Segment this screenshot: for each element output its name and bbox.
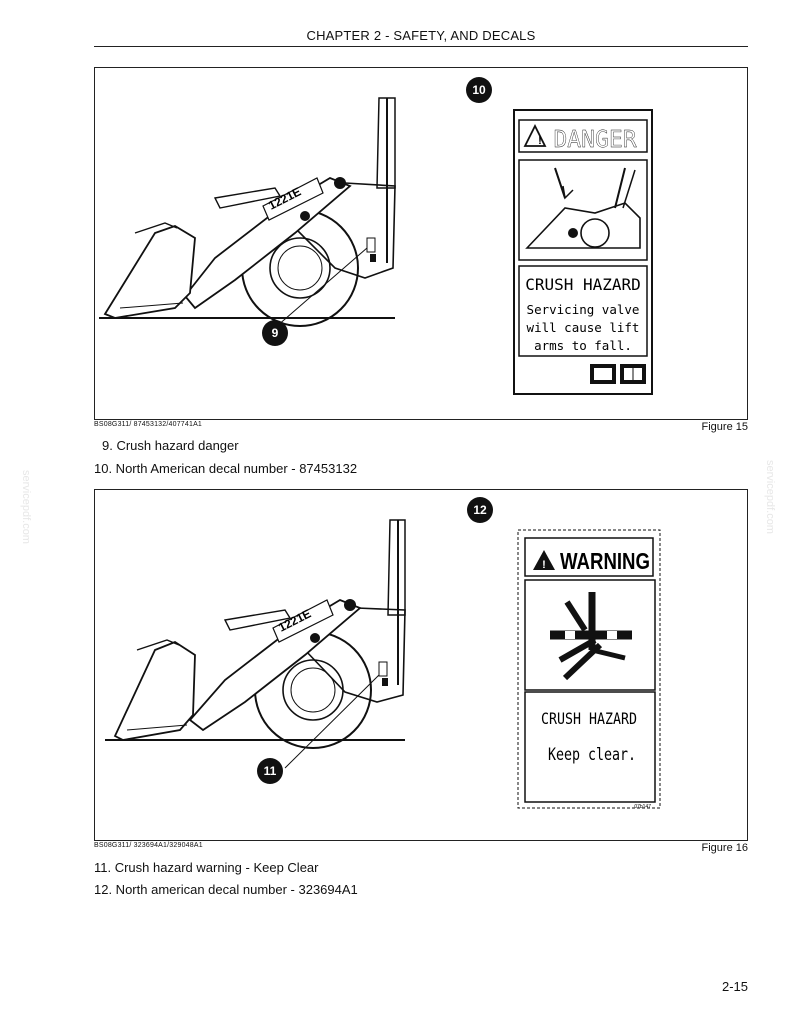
svg-text:!: !: [538, 135, 542, 147]
decal-small-code: 07b147: [634, 804, 651, 810]
callout-9: 9: [262, 320, 288, 346]
decal-signal-word: WARNING: [560, 548, 650, 574]
legend-item-9: 9. Crush hazard danger: [102, 438, 239, 453]
loader-danger-drawing: 1221E ! DANGER: [99, 97, 653, 395]
bucket: [103, 225, 196, 319]
leader-line-9: [276, 247, 368, 327]
decal-message-line-1: Servicing valve: [527, 302, 640, 317]
watermark-left: servicepdf.com: [20, 470, 32, 544]
callout-12: 12: [467, 497, 493, 523]
bucket: [113, 640, 196, 741]
decal-message-line-3: arms to fall.: [534, 338, 632, 353]
decal-message-line-1: Keep clear.: [548, 745, 636, 765]
callout-11: 11: [257, 758, 283, 784]
figure-15-ref-code: BS08G311/ 87453132/407741A1: [94, 421, 203, 428]
legend-item-10: 10. North American decal number - 874531…: [94, 461, 358, 476]
crush-pictogram: [550, 592, 632, 681]
legend-item-11: 11. Crush hazard warning - Keep Clear: [94, 860, 319, 875]
leader-line-11: [284, 674, 380, 769]
lift-arm: [183, 176, 352, 310]
warning-triangle-icon: [533, 550, 555, 570]
figure-15-caption: Figure 15: [701, 421, 748, 433]
decal-signal-word: DANGER: [553, 127, 636, 153]
figure-16-ref-code: BS08G311/ 323694A1/329048A1: [94, 842, 203, 849]
decal-hazard-title: CRUSH HAZARD: [541, 709, 637, 728]
loader-warning-drawing: 1221E ! WARNING: [105, 519, 661, 810]
chapter-title: CHAPTER 2 - SAFETY, AND DECALS: [306, 28, 536, 43]
decal-message-line-2: will cause lift: [527, 320, 640, 335]
warning-decal: ! WARNING CRUSH HAZARD Keep clear. 07b14…: [517, 529, 661, 810]
page-number: 2-15: [721, 979, 748, 994]
legend-item-12: 12. North american decal number - 323694…: [94, 882, 358, 897]
lift-arm: [188, 598, 362, 732]
svg-text:!: !: [542, 559, 546, 571]
figure-16-illustration: 1221E ! WARNING: [94, 489, 748, 841]
figure-16-caption: Figure 16: [701, 842, 748, 854]
watermark-right: servicepdf.com: [764, 460, 776, 534]
callout-10: 10: [466, 77, 492, 103]
danger-decal: ! DANGER CRUSH HAZARD Servicing valve wi…: [513, 109, 653, 395]
decal-hazard-title: CRUSH HAZARD: [525, 275, 641, 294]
header-divider: [94, 46, 748, 47]
warning-triangle-icon: [523, 123, 547, 147]
figure-15-illustration: 1221E ! DANGER: [94, 67, 748, 420]
